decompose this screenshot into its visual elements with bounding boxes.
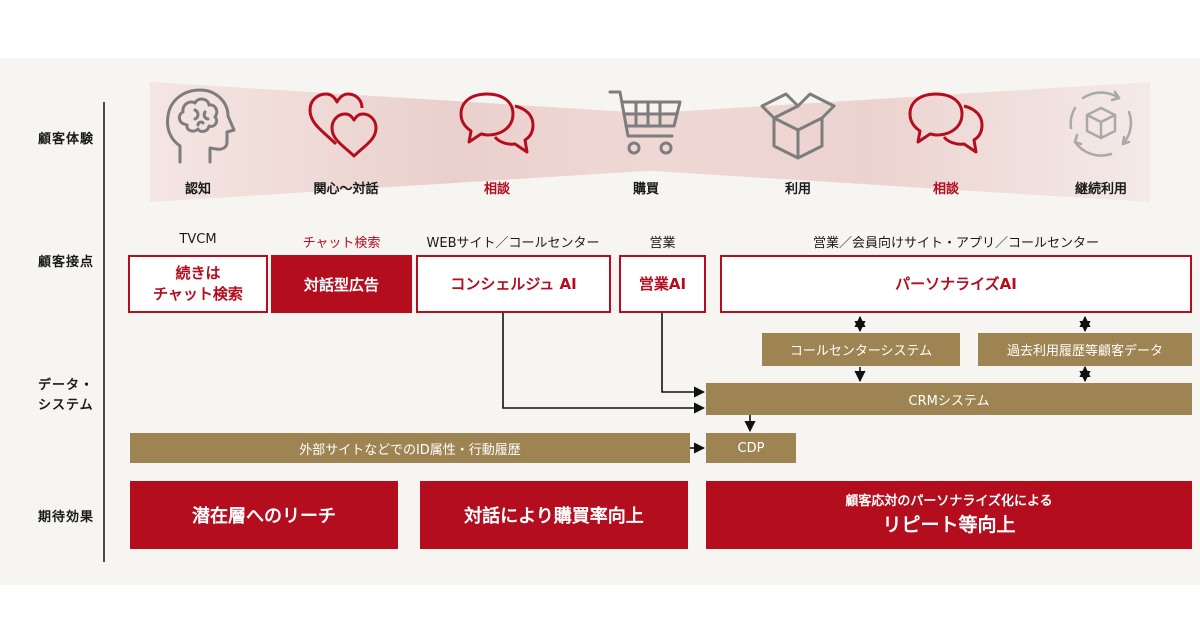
- row-label-data-system-line2: システム: [38, 398, 94, 413]
- effect-repeat-box: 顧客応対のパーソナライズ化による リピート等向上: [706, 481, 1192, 549]
- row-label-data-system: データ・ システム: [38, 376, 98, 416]
- concierge-ai-box: コンシェルジュ AI: [416, 255, 611, 313]
- effect-repeat-line1: 顧客応対のパーソナライズ化による: [845, 494, 1053, 509]
- stage-label-interest: 関心〜対話: [313, 182, 379, 197]
- call-center-system-box: コールセンターシステム: [762, 333, 960, 366]
- stage-label-continued-use: 継続利用: [1074, 182, 1127, 197]
- customer-history-data-box: 過去利用履歴等顧客データ: [978, 333, 1192, 366]
- stage-label-consult: 相談: [483, 182, 510, 197]
- touchpoint-label-web-call: WEBサイト／コールセンター: [426, 236, 600, 251]
- row-label-data-system-line1: データ・: [38, 378, 95, 393]
- stage-label-awareness: 認知: [184, 182, 211, 197]
- tvcm-box-line2: チャット検索: [153, 285, 243, 303]
- effect-reach-box: 潜在層へのリーチ: [130, 481, 398, 549]
- stage-label-purchase: 購買: [632, 182, 659, 197]
- row-label-effect: 期待効果: [38, 510, 95, 525]
- effect-repeat-line2: リピート等向上: [882, 514, 1016, 536]
- hearts-icon: [308, 92, 378, 158]
- row-divider-line: [103, 102, 105, 562]
- tvcm-chat-search-box: 続きは チャット検索: [128, 255, 268, 313]
- sales-to-crm-arrow: [661, 313, 706, 398]
- cdp-box: CDP: [706, 433, 796, 463]
- external-id-behavior-box: 外部サイトなどでのID属性・行動履歴: [130, 433, 690, 463]
- effect-purchase-box: 対話により購買率向上: [420, 481, 688, 549]
- brain-head-icon: [166, 88, 236, 164]
- row-label-touchpoint: 顧客接点: [38, 255, 95, 270]
- touchpoint-label-members: 営業／会員向けサイト・アプリ／コールセンター: [812, 236, 1099, 251]
- speech-bubbles-icon: [908, 92, 984, 154]
- stage-label-use: 利用: [784, 182, 811, 197]
- dialog-ad-box: 対話型広告: [271, 255, 412, 313]
- touchpoint-label-chat-search: チャット検索: [302, 236, 381, 251]
- touchpoint-label-sales: 営業: [649, 236, 676, 251]
- speech-bubbles-icon: [459, 92, 535, 154]
- row-label-experience: 顧客体験: [38, 132, 95, 147]
- crm-system-box: CRMシステム: [706, 383, 1192, 415]
- cycle-cube-icon: [1069, 90, 1133, 157]
- open-box-icon: [760, 92, 836, 160]
- stage-label-consult-2: 相談: [932, 182, 959, 197]
- personalize-ai-box: パーソナライズAI: [720, 255, 1192, 313]
- sales-ai-box: 営業AI: [619, 255, 706, 313]
- touchpoint-label-tvcm: TVCM: [179, 232, 217, 247]
- shopping-cart-icon: [608, 90, 682, 155]
- tvcm-box-line1: 続きは: [175, 264, 221, 282]
- concierge-to-crm-arrow: [502, 313, 706, 414]
